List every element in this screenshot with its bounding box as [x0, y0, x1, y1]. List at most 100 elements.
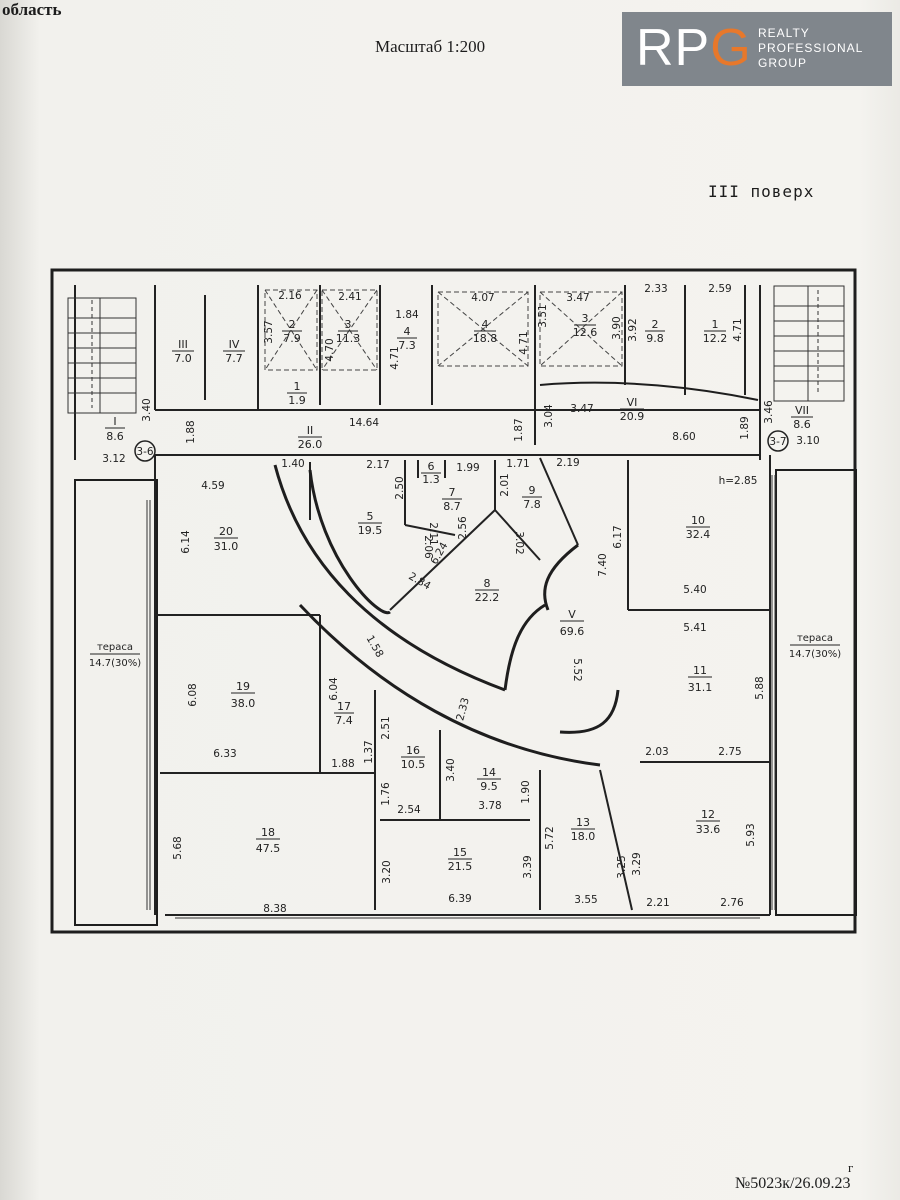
room-area: 31.1 — [688, 681, 713, 694]
dim: 2.75 — [718, 746, 741, 758]
stairs-right — [773, 285, 845, 402]
dim: 6.17 — [612, 525, 624, 548]
room-number: 17 — [337, 700, 351, 713]
room-area: 12.6 — [573, 326, 598, 339]
interior-walls — [74, 285, 771, 916]
room-area: 7.3 — [398, 339, 416, 352]
dim: 3.29 — [631, 852, 643, 875]
dim: 6.08 — [187, 683, 199, 706]
room-area: 10.5 — [401, 758, 426, 771]
dim: 4.59 — [201, 480, 224, 492]
room-area: 12.2 — [703, 332, 728, 345]
room-label-1-right: 112.2 — [703, 318, 728, 345]
room-area: 7.8 — [523, 498, 541, 511]
dim: 4.71 — [518, 331, 530, 354]
dim: 4.71 — [732, 318, 744, 341]
room-area: 26.0 — [298, 438, 323, 451]
dim: 1.88 — [185, 420, 197, 443]
dim: 3.55 — [574, 894, 597, 906]
logo-line-3: GROUP — [758, 56, 808, 70]
dim: 3.47 — [570, 403, 593, 415]
dim: 1.40 — [281, 458, 304, 470]
dim: 2.50 — [394, 476, 406, 499]
room-area: 18.0 — [571, 830, 596, 843]
room-number: 19 — [236, 680, 250, 693]
dim: 2.56 — [457, 516, 469, 540]
windows — [146, 475, 776, 919]
terrace-left-label: тераса — [97, 642, 133, 653]
terrace-right-label: тераса — [797, 633, 833, 644]
dim: 3.10 — [796, 435, 819, 447]
dim: 1.99 — [456, 462, 479, 474]
dim: 5.68 — [172, 836, 184, 859]
terrace-right-area: 14.7(30%) — [789, 649, 841, 660]
header-region-text: область — [2, 0, 62, 19]
room-label-7: 78.7 — [442, 486, 462, 513]
terrace-left-outline — [74, 479, 158, 926]
room-label-2-right: 29.8 — [645, 318, 665, 345]
room-number: 3 — [345, 318, 352, 331]
room-area: 1.3 — [422, 473, 440, 486]
room-label-9: 97.8 — [522, 484, 542, 511]
dim: 2.21 — [646, 897, 669, 909]
dim: 3.02 — [513, 531, 525, 554]
room-label-2-top: 27.9 — [282, 318, 302, 345]
corner-mark: г — [848, 1160, 854, 1175]
room-area: 7.4 — [335, 714, 353, 727]
room-number: II — [307, 424, 314, 437]
room-number: 12 — [701, 808, 715, 821]
dim: 2.76 — [720, 897, 744, 909]
room-area: 7.0 — [174, 352, 192, 365]
terrace-labels: тераса 14.7(30%) тераса 14.7(30%) — [89, 633, 841, 669]
dim: 5.40 — [683, 584, 706, 596]
room-number: IV — [229, 338, 240, 351]
dim: 3.57 — [263, 320, 275, 343]
room-number: 14 — [482, 766, 496, 779]
dim: 3.51 — [537, 304, 549, 327]
room-number: I — [113, 415, 116, 428]
dim: 5.93 — [745, 823, 757, 846]
terrace-left-area: 14.7(30%) — [89, 658, 141, 669]
room-number: 1 — [712, 318, 719, 331]
room-label-17: 177.4 — [334, 700, 354, 727]
room-number: 5 — [367, 510, 374, 523]
dim: 2.01 — [499, 473, 511, 496]
dim: 3.25 — [616, 855, 628, 878]
room-area: 22.2 — [475, 591, 500, 604]
room-number: 9 — [529, 484, 536, 497]
curved-walls — [273, 381, 759, 767]
room-number: 11 — [693, 664, 707, 677]
dim: 3.12 — [102, 453, 125, 465]
room-number: 20 — [219, 525, 233, 538]
room-area: 69.6 — [560, 625, 585, 638]
dim: 7.40 — [597, 553, 609, 576]
dim: 2.41 — [338, 291, 361, 303]
dim: 5.88 — [754, 676, 766, 699]
room-label-8: 822.2 — [475, 577, 500, 604]
room-number: 4 — [482, 318, 489, 331]
logo-line-1: REALTY — [758, 26, 810, 40]
dim: 5.41 — [683, 622, 706, 634]
logo-subtitle: REALTY PROFESSIONAL GROUP — [758, 26, 863, 71]
room-area: 31.0 — [214, 540, 239, 553]
rpg-logo: RPG REALTY PROFESSIONAL GROUP — [622, 12, 892, 86]
room-number: 10 — [691, 514, 705, 527]
dim: 2.19 — [556, 457, 579, 469]
room-label-4-mid: 418.8 — [473, 318, 498, 345]
room-area: 19.5 — [358, 524, 383, 537]
dim: 2.51 — [380, 716, 392, 739]
room-area: 8.6 — [106, 430, 124, 443]
scale-label: Масштаб 1:200 — [375, 37, 486, 56]
room-number: 15 — [453, 846, 467, 859]
dim: 2.59 — [708, 283, 731, 295]
room-label-V: V69.6 — [560, 608, 585, 638]
room-label-I: I 8.6 — [105, 415, 125, 443]
room-number: 16 — [406, 744, 420, 757]
room-area: 8.6 — [793, 418, 811, 431]
dim: 1.84 — [395, 309, 419, 321]
room-area: 9.8 — [646, 332, 664, 345]
